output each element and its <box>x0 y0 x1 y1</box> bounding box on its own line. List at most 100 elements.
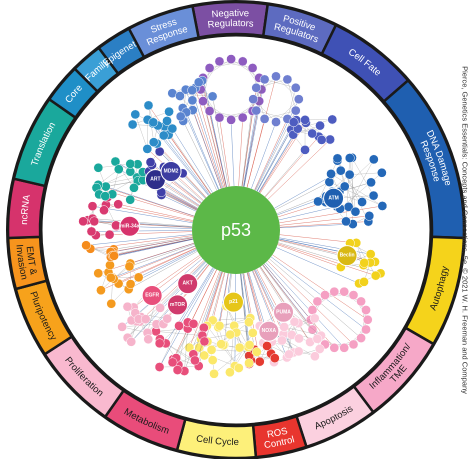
intra-edge <box>212 317 251 321</box>
edge-positive-regulators-cluster <box>254 99 299 191</box>
edge-apoptosis-cluster <box>254 269 284 335</box>
hub-label: MDM2 <box>164 169 179 175</box>
gene-node <box>307 128 318 139</box>
gene-node <box>124 261 135 272</box>
gene-node <box>329 342 340 353</box>
edge-inflammation-cluster <box>262 264 313 330</box>
edge-pluripotency-cluster <box>113 246 196 279</box>
positive-regulators-cluster <box>248 71 304 127</box>
gene-node <box>312 296 323 307</box>
edge-proliferation-cluster <box>147 254 201 292</box>
gene-node <box>300 115 310 125</box>
gene-node <box>99 205 109 216</box>
edge-cell-fate-cluster <box>258 134 294 193</box>
edge-pluripotency-cluster <box>128 251 198 290</box>
edge-translation-cluster <box>105 186 195 217</box>
intra-edge <box>284 326 322 336</box>
edge-dna-damage-cluster <box>279 223 353 228</box>
edge-dna-damage-cluster <box>279 215 370 226</box>
intra-edge <box>344 159 374 187</box>
gene-node <box>335 165 346 176</box>
edge-pluripotency-cluster <box>118 248 197 284</box>
p53-center-circle <box>192 186 280 274</box>
hub-mdm2: MDM2 <box>160 161 182 183</box>
center-node: p53 <box>192 186 280 274</box>
edge-cell-fate-cluster <box>267 139 331 200</box>
edge-pluripotency-cluster <box>112 245 196 278</box>
intra-edge <box>256 79 288 88</box>
pluripotency-cluster <box>93 258 144 309</box>
family-epigenetic-cluster <box>127 100 178 154</box>
intra-edge <box>200 89 220 118</box>
edge-cell-fate-cluster <box>258 128 298 193</box>
edge-emt-cluster <box>114 238 194 257</box>
gene-node <box>81 240 91 251</box>
edge-cell-fate-cluster <box>259 122 307 194</box>
gene-node <box>259 74 270 85</box>
gene-node <box>175 91 185 101</box>
segment-label-cell-cycle: Cell Cycle <box>195 433 239 448</box>
gene-node <box>271 117 281 127</box>
gene-node <box>126 336 137 347</box>
gene-node <box>254 356 265 367</box>
gene-node <box>225 367 235 378</box>
gene-node <box>145 157 156 167</box>
gene-node <box>209 368 219 379</box>
edge-inflammation-cluster <box>272 254 368 320</box>
gene-node <box>365 249 376 259</box>
gene-node <box>190 355 200 366</box>
edge-autophagy-cluster <box>279 234 357 244</box>
gene-node <box>284 349 294 360</box>
gene-node <box>175 111 186 122</box>
gene-node <box>225 329 236 340</box>
intra-edge <box>230 100 260 121</box>
gene-node <box>127 119 138 130</box>
gene-node <box>117 322 127 332</box>
gene-node <box>164 106 174 117</box>
hub-label: miR-34a <box>120 223 140 229</box>
edge-negative-regulators-cluster <box>202 101 226 188</box>
gene-node <box>364 211 375 221</box>
gene-node <box>93 162 104 173</box>
gene-node <box>327 114 338 125</box>
intra-edge <box>305 122 331 140</box>
edge-emt-cluster <box>113 236 193 250</box>
gene-node <box>143 334 154 345</box>
gene-node <box>312 334 323 344</box>
gene-node <box>357 197 367 207</box>
edge-emt-cluster <box>110 239 194 258</box>
intra-edge <box>253 99 277 123</box>
edge-family-epigenetic-cluster <box>147 119 209 196</box>
edge-stress-response-cluster <box>192 100 223 189</box>
gene-node <box>158 130 169 141</box>
gene-node <box>187 95 198 106</box>
edge-ncrna-cluster <box>92 218 193 227</box>
hub-mtor: mTOR <box>167 294 189 316</box>
credit-text: Pierce, Genetics Essentials: Concepts an… <box>460 65 470 394</box>
gene-node <box>226 54 236 64</box>
gene-node <box>339 342 350 353</box>
gene-node <box>294 333 304 344</box>
gene-node <box>154 338 165 349</box>
intra-edge <box>351 157 374 196</box>
edge-negative-regulators-cluster <box>200 89 226 188</box>
segment-label-emt-invasion: EMT & <box>24 246 39 277</box>
gene-node <box>109 250 119 261</box>
intra-edge <box>131 307 161 342</box>
edge-metabolism-cluster <box>203 271 223 328</box>
gene-node <box>251 105 262 116</box>
gene-node <box>344 169 355 180</box>
gene-node <box>129 182 139 193</box>
edge-metabolism-cluster <box>178 267 214 327</box>
gene-node <box>366 177 376 188</box>
gene-node <box>290 105 301 116</box>
gene-node <box>315 120 325 131</box>
gene-node <box>350 206 361 217</box>
hub-beclin: Beclin <box>336 245 358 267</box>
metabolism-cluster <box>151 317 210 376</box>
gene-node <box>142 144 153 154</box>
edge-inflammation-cluster <box>265 262 345 348</box>
intra-edge <box>264 110 296 120</box>
gene-node <box>93 268 104 279</box>
